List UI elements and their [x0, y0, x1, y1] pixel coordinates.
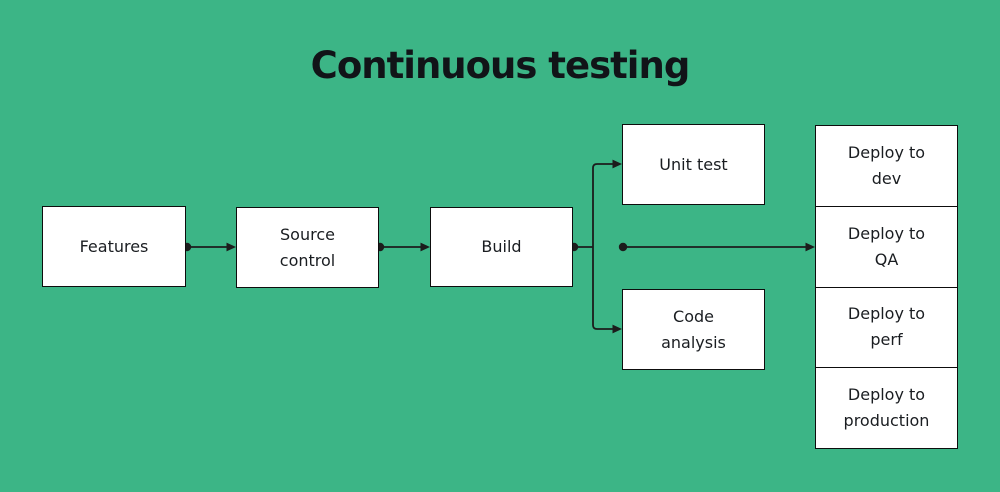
node-deploy-dev: Deploy to dev: [816, 126, 957, 206]
node-build-label: Build: [481, 237, 522, 256]
node-deploy-perf: Deploy to perf: [816, 286, 957, 368]
node-unit-test-label: Unit test: [659, 154, 728, 174]
node-features-label: Features: [79, 236, 149, 256]
node-deploy-dev-label: Deploy to dev: [847, 142, 926, 188]
connector-source-control-to-build: [375, 242, 430, 252]
diagram-title: Continuous testing: [310, 44, 691, 87]
node-source-control-label: Source control: [279, 224, 336, 270]
node-build: Build: [430, 207, 573, 287]
node-unit-test: Unit test: [622, 124, 765, 205]
node-deploy-production-label: Deploy to production: [843, 385, 930, 431]
connector-to-deploy-qa: [618, 242, 815, 252]
connector-build-branch: [569, 159, 622, 334]
node-deploy-qa-label: Deploy to QA: [847, 223, 926, 269]
node-source-control: Source control: [236, 207, 379, 288]
connector-features-to-source-control: [182, 242, 236, 252]
node-deploy-perf-label: Deploy to perf: [847, 304, 926, 350]
node-features: Features: [42, 206, 186, 287]
node-code-analysis-label: Code analysis: [661, 306, 726, 352]
node-code-analysis: Code analysis: [622, 289, 765, 370]
node-deploy-qa: Deploy to QA: [816, 205, 957, 287]
deploy-column: Deploy to dev Deploy to QA Deploy to per…: [815, 125, 958, 449]
node-deploy-production: Deploy to production: [816, 367, 957, 448]
